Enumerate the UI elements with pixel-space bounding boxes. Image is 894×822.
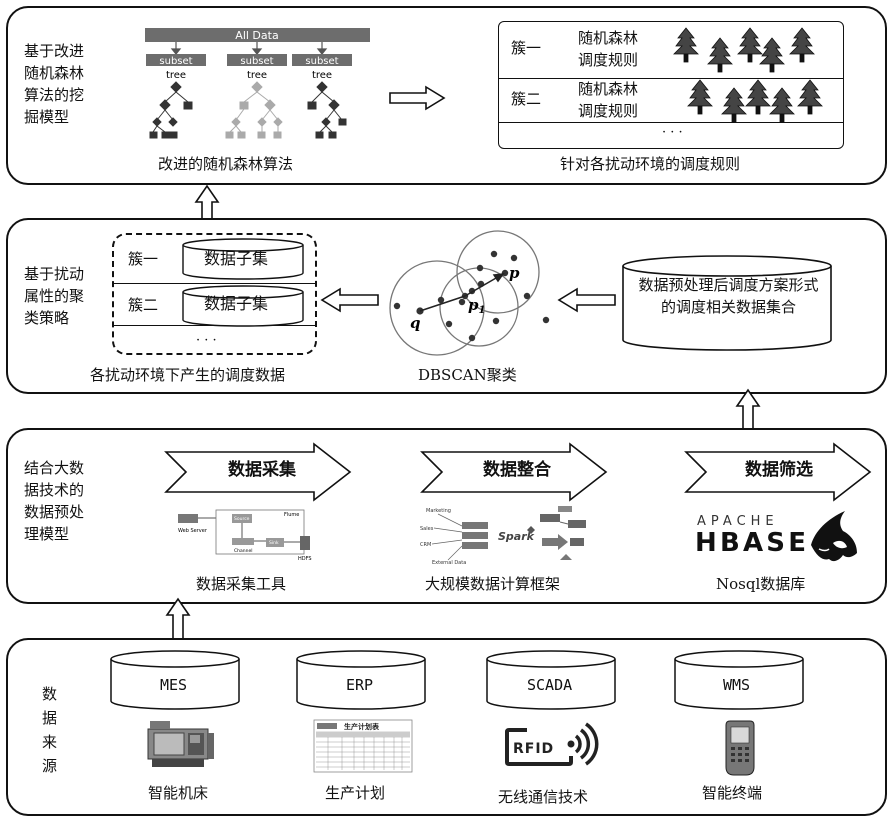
cluster-divider	[113, 283, 316, 284]
cluster-1-label: 簇一	[128, 248, 158, 270]
production-plan-icon: 生产计划表	[314, 720, 412, 772]
mes-label: MES	[160, 674, 187, 696]
subset-label: subset	[305, 56, 338, 67]
forest-icon-2	[686, 78, 836, 124]
spark-marketing: Marketing	[426, 508, 451, 514]
wms-label: WMS	[723, 674, 750, 696]
smart-machine-caption: 智能机床	[148, 782, 208, 803]
data-source-label: 数据来源	[42, 682, 60, 778]
step-filter-label: 数据筛选	[745, 459, 813, 481]
handheld-terminal-icon	[720, 717, 760, 779]
nosql-caption: Nosql数据库	[716, 573, 805, 594]
preprocessing-label: 结合大数据技术的数据预处理模型	[24, 457, 90, 545]
subset-label: subset	[159, 56, 192, 67]
erp-label: ERP	[346, 674, 373, 696]
smart-terminal-caption: 智能终端	[702, 782, 762, 803]
wireless-caption: 无线通信技术	[498, 786, 588, 807]
hollow-left-arrow	[318, 288, 380, 312]
rules-caption: 针对各扰动环境的调度规则	[560, 153, 740, 174]
plan-title: 生产计划表	[344, 722, 380, 731]
scada-label: SCADA	[527, 674, 572, 696]
flume-sink-label: Sink	[269, 540, 279, 546]
flume-label: Flume	[284, 512, 299, 518]
rule-cluster-2: 簇二	[511, 88, 541, 110]
tree-label: tree	[312, 70, 332, 81]
cluster-ellipsis: · · ·	[196, 330, 217, 352]
spark-crm: CRM	[420, 542, 431, 548]
hbase-text: HBASE	[695, 528, 805, 558]
rule-cluster-1: 簇一	[511, 37, 541, 59]
preprocessed-dataset-text: 数据预处理后调度方案形式的调度相关数据集合	[636, 274, 821, 318]
random-forest-figure: All Data subset subset subset tree tree …	[140, 28, 380, 143]
step-collect-label: 数据采集	[228, 459, 296, 481]
spark-sales: Sales	[420, 526, 434, 532]
hbase-logo: APACHE HBASE	[693, 505, 863, 565]
hollow-right-arrow	[388, 86, 448, 110]
cnc-machine-icon	[146, 715, 216, 771]
scheduling-data-caption: 各扰动环境下产生的调度数据	[90, 364, 285, 385]
hollow-up-arrow	[166, 597, 190, 643]
forest-icon-1	[676, 26, 826, 74]
flume-diagram: Web Server Flume Source Channel Sink HDF…	[176, 508, 326, 564]
step-integrate-label: 数据整合	[483, 459, 551, 481]
rfid-text: RFID	[513, 741, 554, 757]
compute-framework-caption: 大规模数据计算框架	[425, 573, 560, 594]
tree-label: tree	[166, 70, 186, 81]
rule-text-2: 随机森林调度规则	[578, 78, 642, 122]
all-data-label: All Data	[235, 29, 278, 42]
dbscan-figure: p p1 q	[385, 228, 560, 358]
rules-ellipsis: · · ·	[662, 122, 683, 144]
mining-model-label: 基于改进随机森林算法的挖掘模型	[24, 40, 90, 128]
collection-tool-caption: 数据采集工具	[196, 573, 286, 594]
spark-diagram: Marketing Sales CRM External Data Spark	[418, 504, 593, 568]
dbscan-q: q	[410, 314, 421, 332]
clustering-label: 基于扰动属性的聚类策略	[24, 263, 90, 329]
dbscan-p: p	[509, 264, 520, 282]
hollow-left-arrow	[555, 288, 617, 312]
rfid-icon: RFID	[505, 722, 597, 770]
improved-rf-caption: 改进的随机森林算法	[158, 153, 293, 174]
rule-text-1: 随机森林调度规则	[578, 27, 642, 71]
dbscan-p1: p	[468, 296, 479, 314]
subset-2-label: 数据子集	[204, 293, 268, 315]
flume-channel-label: Channel	[234, 548, 252, 554]
flume-source-label: Source	[234, 516, 250, 522]
flume-web-label: Web Server	[178, 528, 208, 534]
production-plan-caption: 生产计划	[325, 782, 385, 803]
dbscan-caption: DBSCAN聚类	[418, 364, 517, 385]
spark-external: External Data	[432, 560, 466, 566]
tree-label: tree	[247, 70, 267, 81]
subset-label: subset	[240, 56, 273, 67]
dbscan-p1-sub: 1	[479, 305, 486, 316]
subset-1-label: 数据子集	[204, 248, 268, 270]
hbase-apache-text: APACHE	[697, 514, 779, 529]
cluster-2-label: 簇二	[128, 294, 158, 316]
flume-hdfs-label: HDFS	[298, 556, 312, 562]
